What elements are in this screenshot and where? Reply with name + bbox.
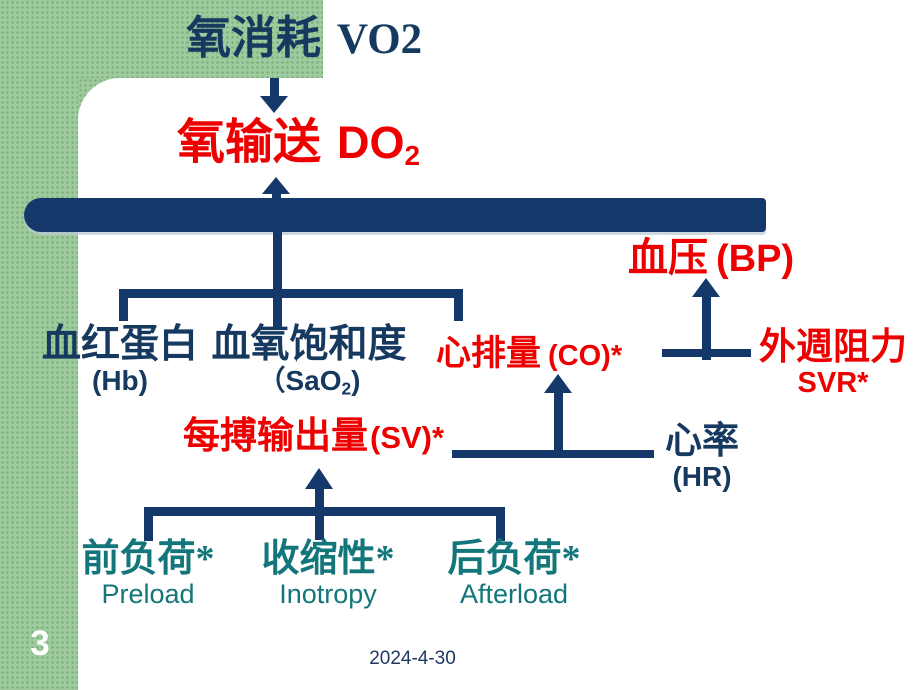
heart-rate-zh: 心率 xyxy=(665,421,739,462)
arrow-bar-to-do2-head xyxy=(262,177,290,194)
inotropy-en: Inotropy xyxy=(279,578,377,609)
heart-rate-en: (HR) xyxy=(672,460,732,492)
oxygen-delivery-zh: 氧输送 xyxy=(177,116,322,169)
connector-co-svr-tick xyxy=(662,349,751,357)
stroke-volume-zh: 每搏输出量 xyxy=(183,416,368,457)
oxygen-saturation-zh: 血氧饱和度 xyxy=(211,323,407,366)
preload-en: Preload xyxy=(101,578,195,609)
oxygen-delivery-en: DO2 xyxy=(337,117,421,171)
arrow-to-sv-head xyxy=(305,468,333,489)
node-heart-rate: 心率 (HR) xyxy=(658,421,746,492)
afterload-en: Afterload xyxy=(459,578,569,609)
divider-bar xyxy=(24,198,766,232)
node-preload: 前负荷* Preload xyxy=(72,538,224,609)
connector-sv-hr-line xyxy=(452,450,654,458)
bracket-sv-left-stub xyxy=(144,507,153,541)
page-number: 3 xyxy=(30,624,50,663)
peripheral-resistance-en: SVR* xyxy=(797,366,869,399)
cardiac-output-zh: 心排量 xyxy=(436,334,542,373)
cardiac-output-en: (CO)* xyxy=(548,340,623,372)
oxygen-consumption-zh: 氧消耗 xyxy=(186,13,322,63)
hemoglobin-zh: 血红蛋白 xyxy=(41,323,198,366)
arrow-to-bp-shaft xyxy=(702,296,711,360)
bracket-do2-left-stub xyxy=(119,289,128,321)
arrow-vo2-to-do2-shaft xyxy=(270,78,279,97)
oxygen-consumption-en: VO2 xyxy=(337,16,423,63)
blood-pressure-zh: 血压 xyxy=(628,235,708,280)
arrow-vo2-to-do2-head xyxy=(260,96,288,113)
node-afterload: 后负荷* Afterload xyxy=(438,538,590,609)
node-cardiac-output: 心排量 (CO)* xyxy=(436,334,623,373)
node-oxygen-consumption: 氧消耗 VO2 xyxy=(186,13,423,63)
afterload-zh: 后负荷* xyxy=(447,538,581,580)
peripheral-resistance-zh: 外週阻力 xyxy=(759,327,907,368)
arrow-to-co-head xyxy=(544,374,572,393)
arrow-bar-to-do2-shaft xyxy=(272,193,281,200)
node-blood-pressure: 血压 (BP) xyxy=(628,237,794,280)
node-hemoglobin: 血红蛋白 (Hb) xyxy=(36,323,204,396)
node-peripheral-resistance: 外週阻力 SVR* xyxy=(752,327,914,399)
bracket-sv-right-stub xyxy=(496,507,505,541)
sidebar xyxy=(0,0,78,690)
connector-bar-to-bracket xyxy=(273,232,282,328)
blood-pressure-en: (BP) xyxy=(716,238,795,280)
bracket-do2-horizontal xyxy=(119,289,463,298)
node-oxygen-saturation: 血氧饱和度 （SaO2) xyxy=(205,323,413,399)
stroke-volume-en: (SV)* xyxy=(370,420,445,455)
node-stroke-volume: 每搏输出量 (SV)* xyxy=(183,416,445,457)
oxygen-saturation-en: （SaO2) xyxy=(257,364,361,399)
node-inotropy: 收缩性* Inotropy xyxy=(246,538,410,609)
footer-date: 2024-4-30 xyxy=(369,648,456,669)
bracket-sv-horizontal xyxy=(144,507,505,516)
arrow-to-bp-head xyxy=(692,278,720,297)
arrow-to-co-shaft xyxy=(554,392,563,458)
inotropy-zh: 收缩性* xyxy=(261,538,395,580)
node-oxygen-delivery: 氧输送 DO2 xyxy=(177,116,421,171)
preload-zh: 前负荷* xyxy=(81,538,215,580)
bracket-do2-right-stub xyxy=(454,289,463,321)
hemoglobin-en: (Hb) xyxy=(92,364,148,396)
